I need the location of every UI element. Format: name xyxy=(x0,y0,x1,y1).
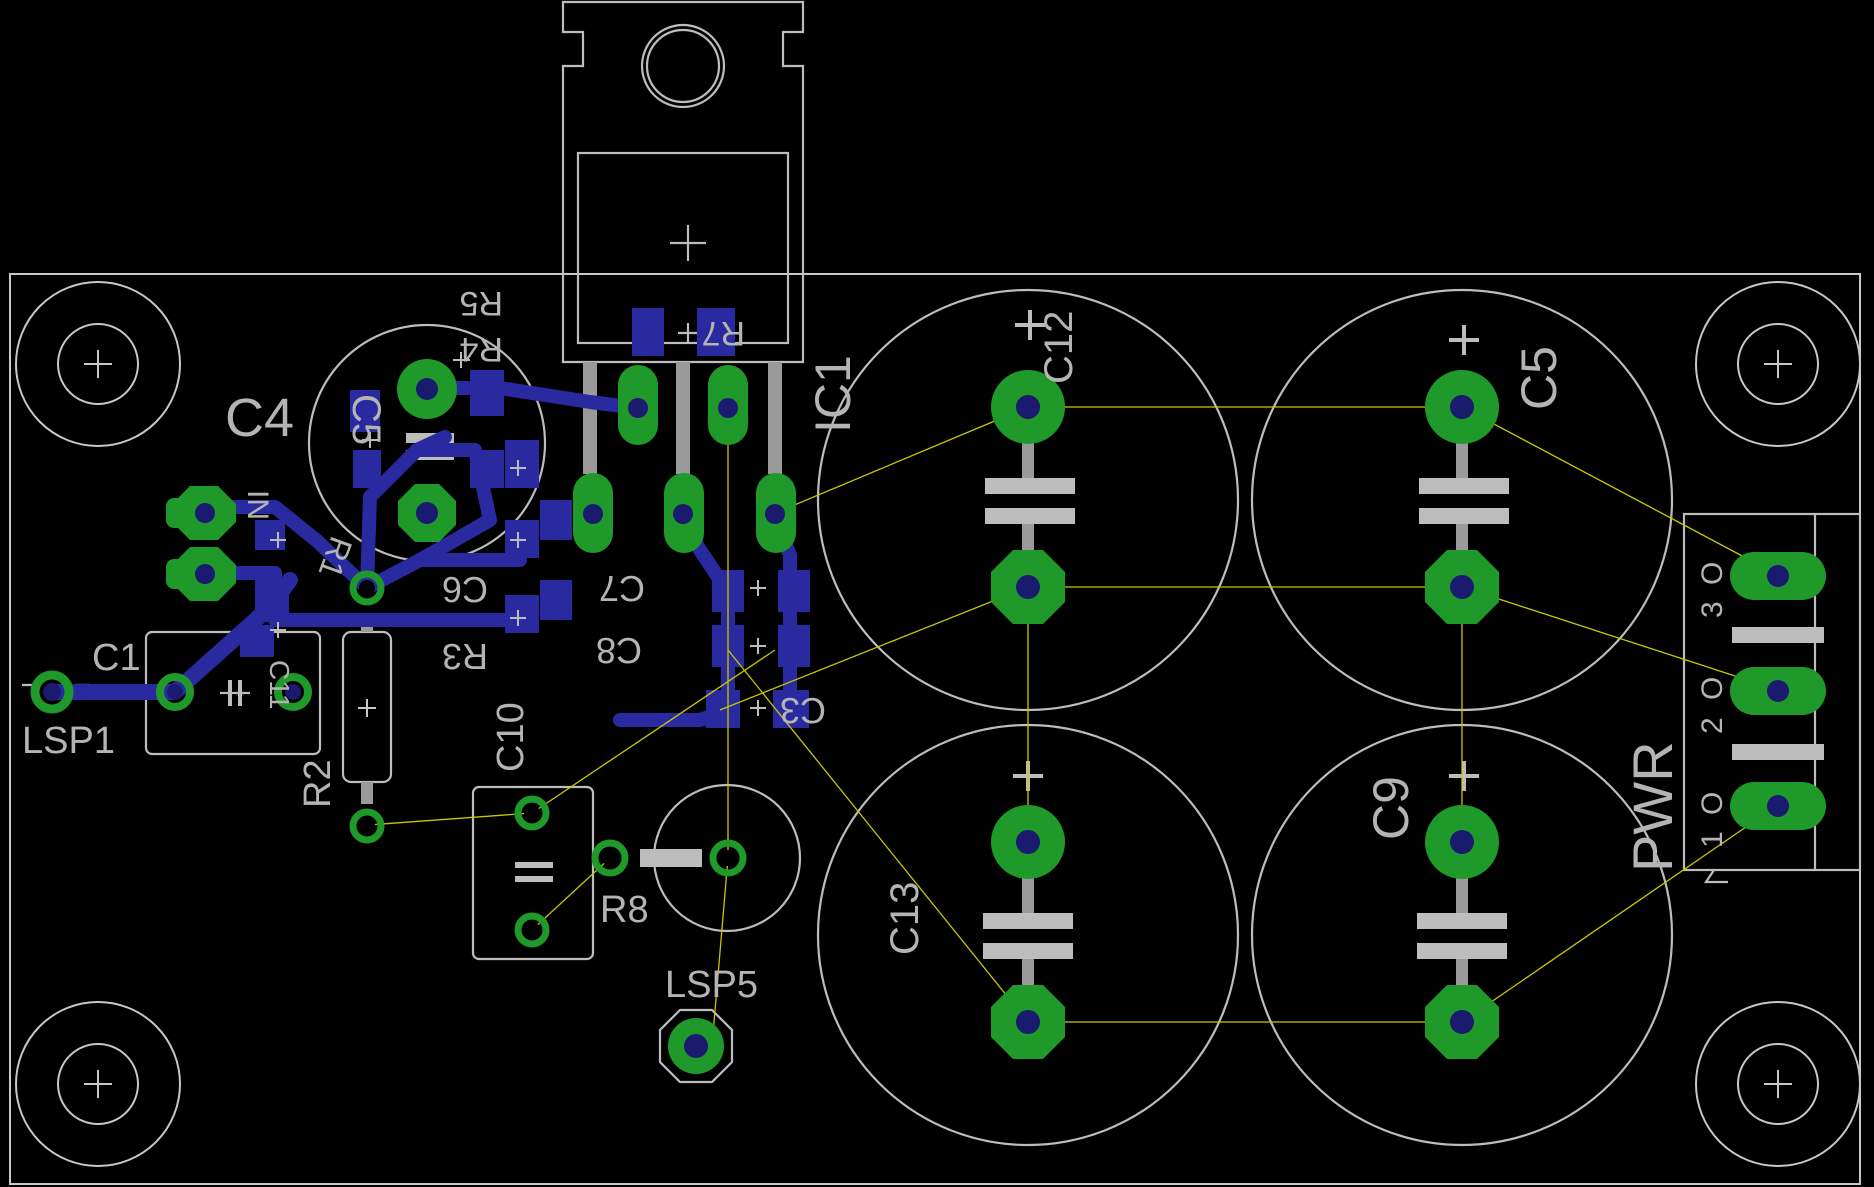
label-c11: C11 xyxy=(264,660,295,709)
mounting-hole-bottom-left xyxy=(15,1001,181,1167)
label-pin-o3: O xyxy=(1696,562,1729,585)
label-lsp1: LSP1 xyxy=(22,720,115,762)
label-lsp5: LSP5 xyxy=(665,964,758,1006)
label-c8: C8 xyxy=(596,630,642,671)
label-c13: C13 xyxy=(883,882,927,955)
label-ic1: IC1 xyxy=(805,355,861,433)
label-r4: R4 xyxy=(460,330,503,368)
label-pin1: 1 xyxy=(1696,831,1729,848)
mounting-hole-top-right xyxy=(1695,281,1861,447)
label-c5-small: C5 xyxy=(344,394,388,445)
smd-polarity-marks xyxy=(270,432,766,716)
label-pin3: 3 xyxy=(1696,601,1729,618)
label-c9: C9 xyxy=(1363,776,1419,840)
lsp5-outline xyxy=(658,1008,734,1084)
pads xyxy=(30,359,1826,1074)
label-r5: R5 xyxy=(460,284,503,322)
label-in: IN xyxy=(241,490,274,520)
label-r3: R3 xyxy=(442,636,488,677)
resistor-r8-outline xyxy=(640,783,802,933)
label-c1: C1 xyxy=(92,637,141,679)
mounting-hole-top-left xyxy=(15,281,181,447)
label-c5: C5 xyxy=(1511,346,1567,410)
label-c3: C3 xyxy=(780,690,826,731)
label-pin-o2: O xyxy=(1696,677,1729,700)
label-c12: C12 xyxy=(1037,311,1081,384)
ratsnest-airwires xyxy=(367,406,1779,1047)
label-c10: C10 xyxy=(490,702,532,772)
label-c6: C6 xyxy=(442,569,488,610)
capacitor-c12-outline xyxy=(816,288,1240,712)
mounting-hole-bottom-right xyxy=(1695,1001,1861,1167)
label-pin-o1: O xyxy=(1696,792,1729,815)
capacitor-c13-outline xyxy=(816,723,1240,1147)
label-c4: C4 xyxy=(225,388,294,448)
bottom-copper-traces xyxy=(44,308,810,728)
label-r8: R8 xyxy=(600,889,649,931)
resistor-r2-outline xyxy=(341,614,393,804)
pwr-connector-outline xyxy=(1682,512,1862,884)
label-pin2: 2 xyxy=(1696,717,1729,734)
ic1-package-outline xyxy=(561,0,805,474)
label-r2: R2 xyxy=(297,759,339,808)
label-c7: C7 xyxy=(599,568,645,609)
label-r7: R7 xyxy=(702,314,745,352)
label-pwr: PWR xyxy=(1621,741,1684,872)
component-labels: C4 C5 R5 R4 R7 IC1 C12 C5 C9 C13 PWR C1 … xyxy=(22,284,1729,1006)
